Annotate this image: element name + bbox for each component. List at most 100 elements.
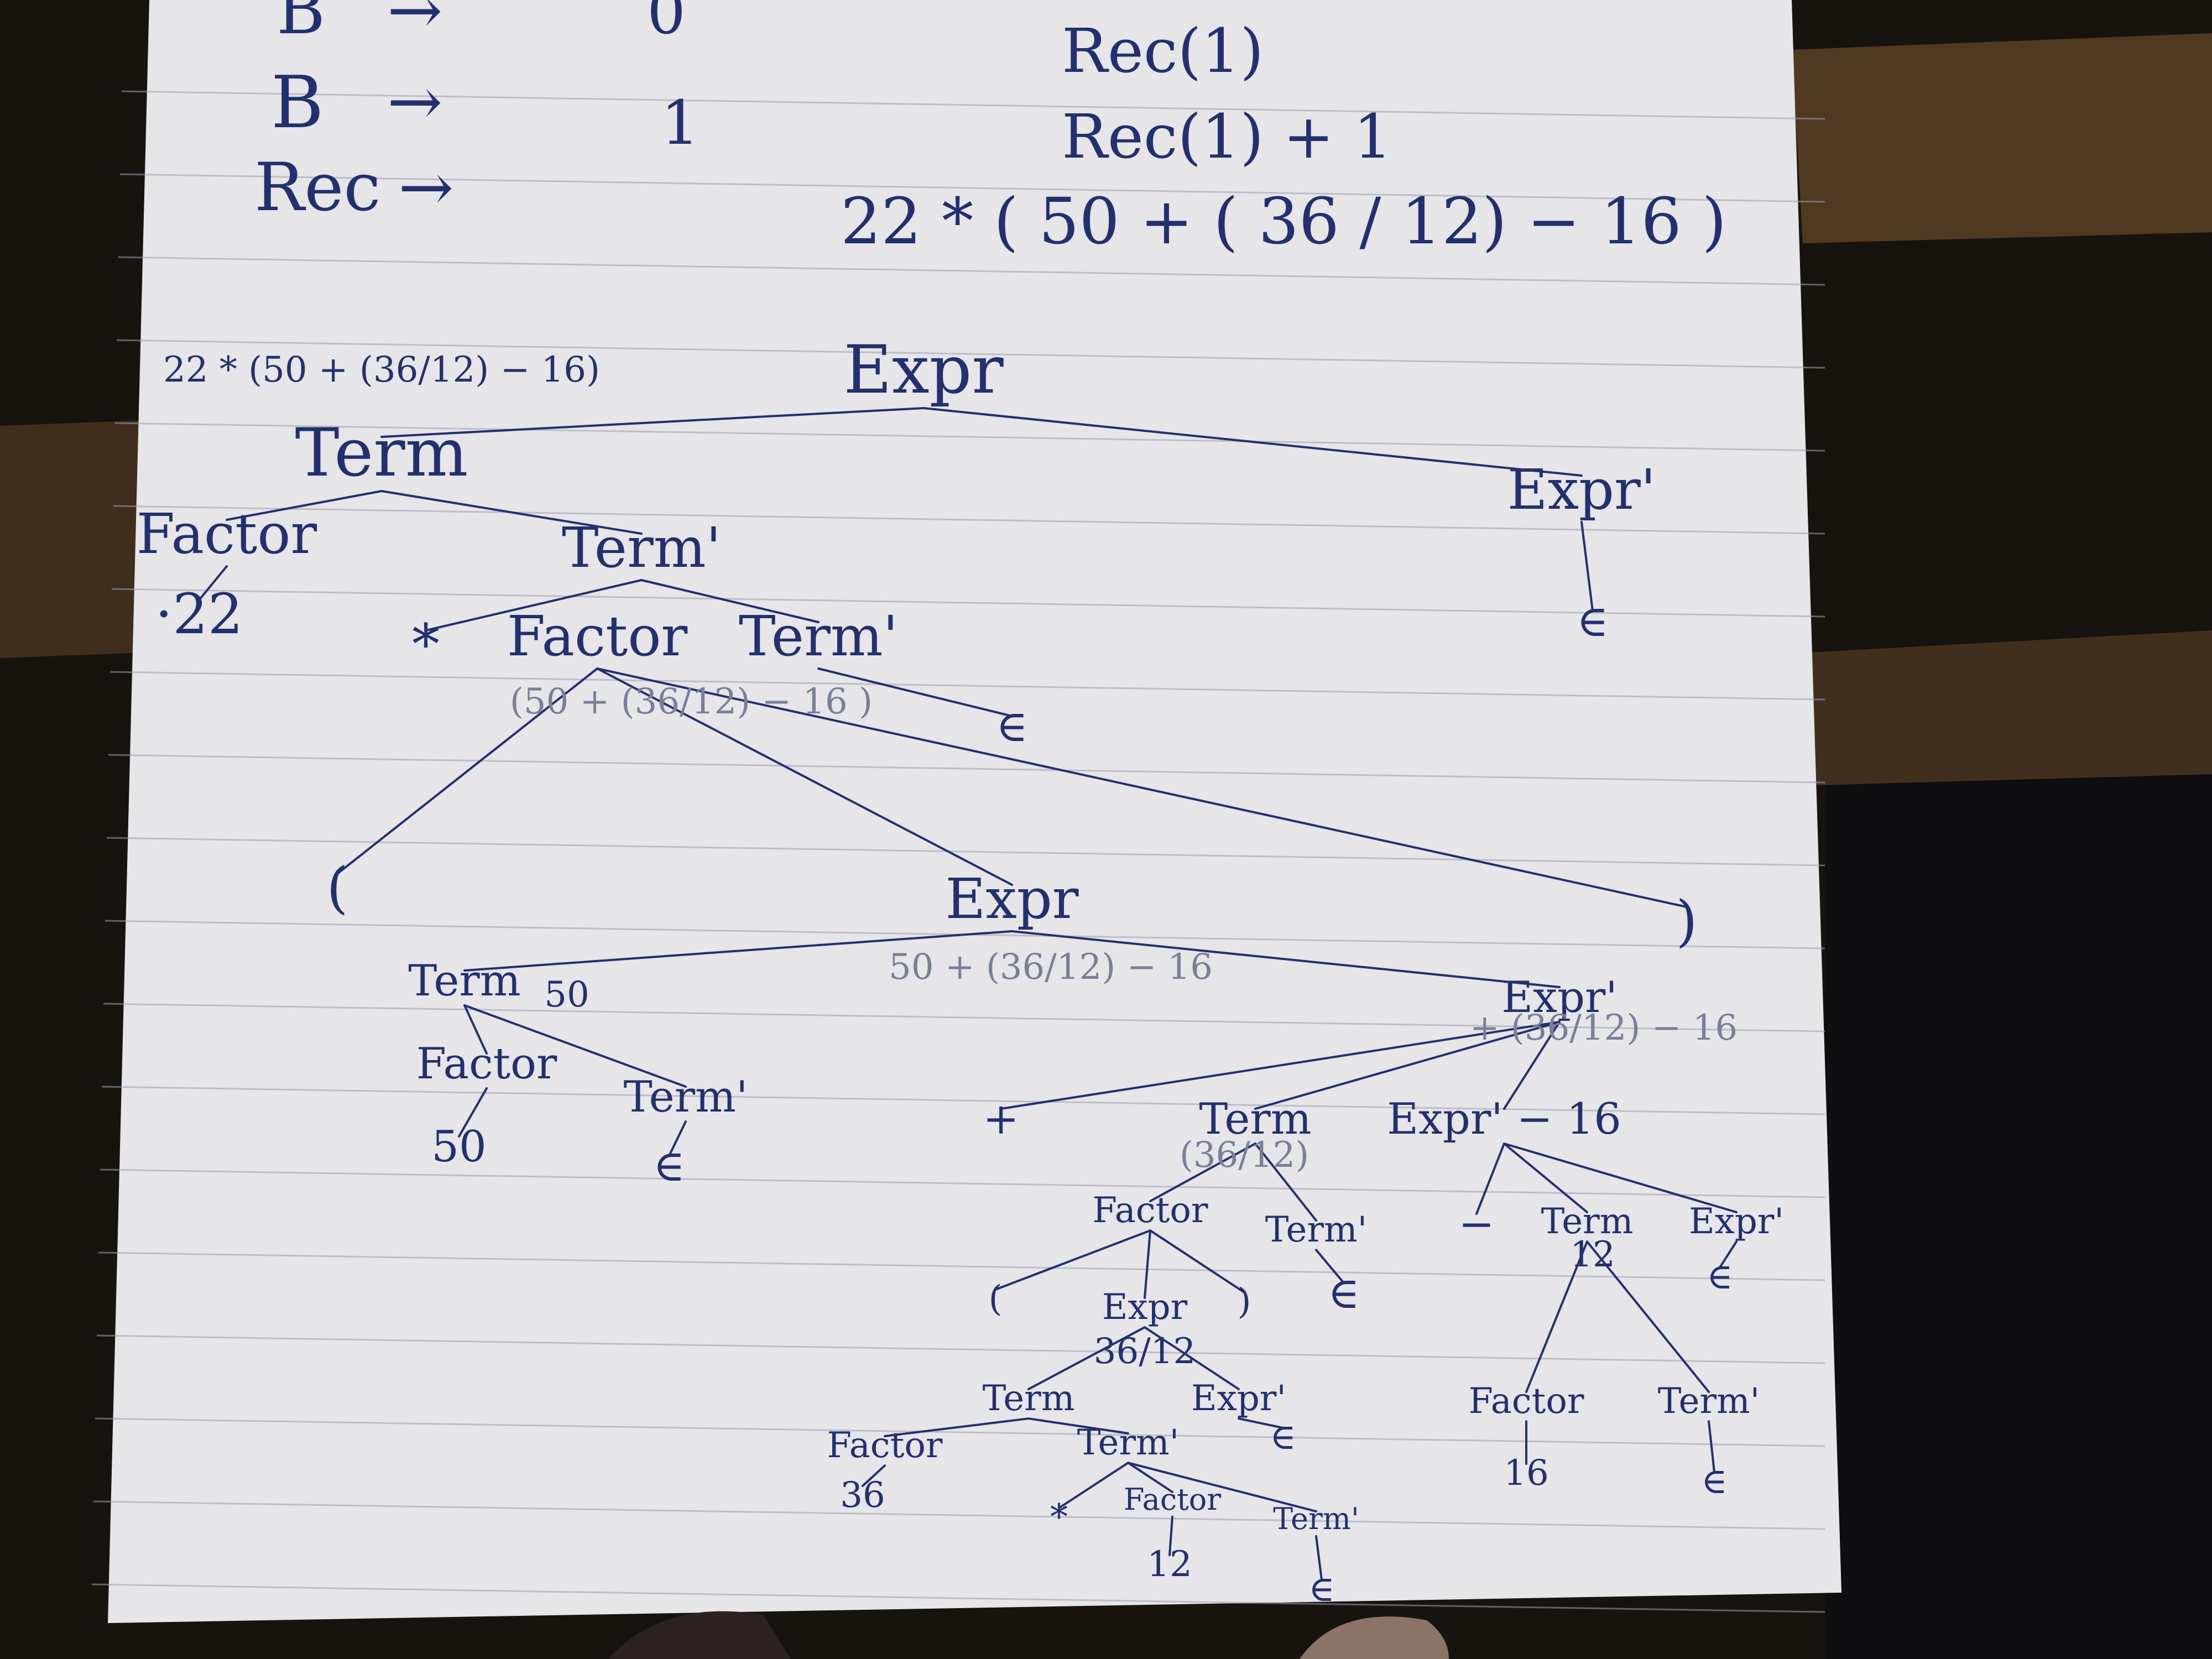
tree-node-n1: Expr bbox=[843, 332, 1004, 409]
tree-node-n33: 12 bbox=[1570, 1234, 1615, 1275]
tree-node-n4: Factor bbox=[137, 502, 317, 566]
rule-line bbox=[114, 422, 1825, 452]
rule-line bbox=[93, 1500, 1825, 1530]
rule-row-3: Rec → 22 * ( 50 + ( 36 / 12) − 16 ) bbox=[254, 149, 1726, 259]
rule-line bbox=[113, 505, 1825, 535]
tree-node-n19: Term' bbox=[624, 1072, 748, 1122]
rule-line bbox=[91, 1583, 1825, 1613]
tree-edge bbox=[425, 579, 643, 632]
tree-edge bbox=[1708, 1420, 1715, 1473]
tree-node-n16: 50 + (36/12) − 16 bbox=[889, 947, 1213, 988]
tree-edge bbox=[1525, 1240, 1588, 1393]
rule-line bbox=[108, 754, 1825, 784]
tree-node-n49: 12 bbox=[1147, 1544, 1192, 1585]
tree-edge bbox=[1315, 1249, 1345, 1284]
rule-line bbox=[118, 256, 1825, 286]
tree-node-n46: * bbox=[1050, 1497, 1068, 1538]
tree-node-n50: ∈ bbox=[1308, 1569, 1334, 1610]
tree-edge bbox=[1058, 1462, 1129, 1509]
tree-edge bbox=[380, 407, 925, 438]
tree-edge bbox=[596, 667, 1688, 908]
rule-3-lhs: Rec bbox=[254, 149, 381, 226]
tree-node-n43: Term' bbox=[1077, 1422, 1179, 1463]
tree-edge bbox=[1586, 1240, 1710, 1393]
tree-node-n54: ∈ bbox=[1701, 1461, 1727, 1502]
tree-node-n28: Factor bbox=[1093, 1190, 1208, 1231]
tree-node-n29: Term' bbox=[1265, 1209, 1367, 1250]
tree-node-n25: Term bbox=[1199, 1094, 1311, 1144]
tree-edge bbox=[1127, 1462, 1173, 1493]
parse-tree-edges bbox=[198, 407, 1738, 1581]
tree-edge bbox=[1475, 1142, 1505, 1215]
tree-node-n13: ( bbox=[326, 855, 348, 920]
tree-node-n39: 36/12 bbox=[1094, 1331, 1196, 1372]
tree-node-n35: Expr bbox=[1102, 1287, 1188, 1328]
tree-node-n21: ∈ bbox=[653, 1141, 685, 1191]
tree-edge bbox=[1580, 521, 1594, 612]
tree-edge bbox=[1144, 1326, 1240, 1390]
tree-node-n12: ∈ bbox=[996, 702, 1028, 752]
tree-node-n10: Term' bbox=[739, 604, 898, 669]
tree-node-n20: 50 bbox=[431, 1122, 486, 1172]
tree-node-n37: ∈ bbox=[1707, 1256, 1733, 1297]
tree-node-n17: Term bbox=[408, 956, 520, 1006]
grammar-rules: B → 0 Rec(1) B → 1 Rec(1) + 1 Rec → 22 *… bbox=[254, 0, 1726, 259]
finger-tip bbox=[608, 1611, 791, 1659]
rule-1-arrow: → bbox=[387, 0, 443, 49]
tree-node-n7: ∈ bbox=[1577, 597, 1609, 646]
tree-edge bbox=[1149, 1229, 1245, 1293]
rule-3-action: 22 * ( 50 + ( 36 / 12) − 16 ) bbox=[841, 185, 1726, 259]
tree-node-n41: Expr' bbox=[1191, 1378, 1286, 1419]
rule-3-arrow: → bbox=[398, 149, 454, 226]
tree-edge bbox=[862, 1464, 886, 1487]
tree-edge bbox=[1027, 1417, 1129, 1434]
tree-node-n36: ) bbox=[1238, 1281, 1251, 1322]
tree-node-n2: Term bbox=[295, 415, 468, 492]
rule-line bbox=[106, 837, 1825, 867]
paper-rule-lines bbox=[91, 90, 1825, 1613]
rule-2-lhs: B bbox=[271, 60, 324, 144]
tree-edge bbox=[463, 1004, 488, 1055]
tree-node-n14: Expr bbox=[945, 867, 1078, 931]
tree-edge bbox=[1168, 1515, 1173, 1556]
tree-edge bbox=[640, 579, 820, 623]
tree-edge bbox=[1315, 1535, 1323, 1581]
tree-node-n31: Term bbox=[1541, 1201, 1634, 1242]
rule-1-action: Rec(1) bbox=[1062, 15, 1264, 86]
tree-node-n8: * bbox=[412, 612, 440, 677]
tree-node-n52: Term' bbox=[1658, 1381, 1760, 1422]
tree-edge bbox=[1011, 930, 1561, 988]
tree-edge bbox=[336, 667, 598, 875]
rule-row-1: B → 0 Rec(1) bbox=[276, 0, 1264, 86]
tree-edge bbox=[1503, 1021, 1561, 1110]
rule-line bbox=[101, 1086, 1825, 1115]
tree-edge bbox=[994, 1229, 1151, 1291]
rule-row-2: B → 1 Rec(1) + 1 bbox=[271, 60, 1392, 172]
rule-1-lhs: B bbox=[276, 0, 325, 49]
tree-edge bbox=[380, 490, 643, 535]
right-shadow bbox=[1825, 774, 2212, 1659]
rule-line bbox=[111, 588, 1825, 618]
tree-node-n24: + bbox=[983, 1094, 1019, 1144]
rule-line bbox=[98, 1251, 1825, 1281]
rule-line bbox=[96, 1334, 1825, 1364]
tree-node-n27: Expr' − 16 bbox=[1387, 1094, 1621, 1144]
tree-edge bbox=[1238, 1417, 1284, 1429]
tree-node-n5: ·22 bbox=[155, 582, 243, 646]
rule-2-rhs: 1 bbox=[661, 87, 700, 158]
tree-node-n45: 36 bbox=[840, 1475, 885, 1516]
tree-node-n44: ∈ bbox=[1270, 1417, 1296, 1458]
tree-node-n40: Term bbox=[983, 1378, 1075, 1419]
wooden-plank-right bbox=[1792, 33, 2212, 243]
rule-2-arrow: → bbox=[387, 64, 443, 140]
rule-line bbox=[95, 1417, 1825, 1447]
tree-edge bbox=[463, 1004, 687, 1088]
rule-1-rhs: 0 bbox=[647, 0, 686, 48]
rule-line bbox=[121, 90, 1825, 120]
tree-node-n30: − bbox=[1458, 1199, 1494, 1249]
tree-node-n9: Factor bbox=[507, 604, 688, 669]
finger-tip-right bbox=[1300, 1616, 1449, 1659]
tree-node-n32: Expr' bbox=[1689, 1201, 1784, 1242]
tree-node-n3: Expr' bbox=[1507, 457, 1656, 522]
